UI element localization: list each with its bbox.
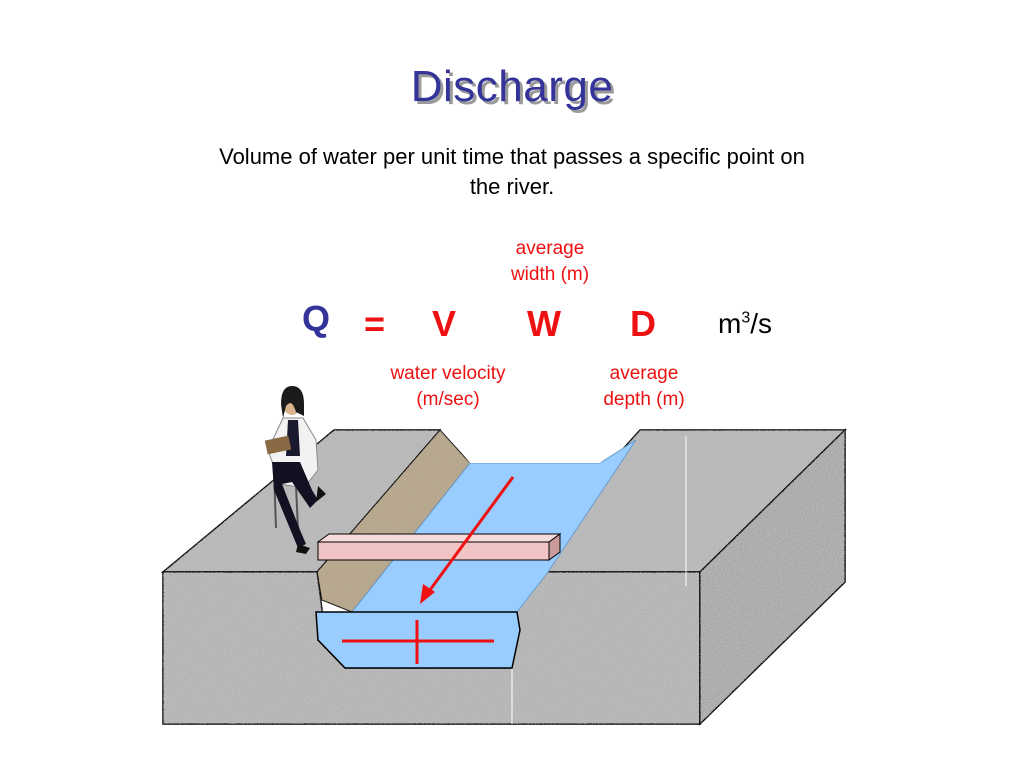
- width-label: average width (m): [480, 236, 620, 288]
- v-symbol: V: [432, 303, 457, 344]
- depth-label: average depth (m): [574, 361, 714, 413]
- unit-base: m: [718, 308, 742, 339]
- slide-title: Discharge: [410, 62, 614, 111]
- velocity-label: water velocity (m/sec): [368, 361, 528, 413]
- depth-label-line2: depth (m): [603, 389, 685, 410]
- velocity-arrow: [420, 476, 515, 604]
- measuring-plank: [316, 533, 562, 561]
- scientist-with-clipboard-icon: [264, 386, 326, 554]
- width-label-line1: average: [515, 238, 585, 259]
- velocity-label-line1: water velocity: [390, 363, 506, 384]
- width-label-line2: width (m): [510, 264, 590, 285]
- w-symbol: W: [527, 303, 561, 344]
- depth-label-line1: average: [609, 363, 679, 384]
- unit-tail: /s: [750, 308, 773, 339]
- right-side-face: [685, 428, 846, 726]
- d-symbol: D: [630, 303, 656, 344]
- unit-exponent: 3: [741, 309, 751, 327]
- equals-sign: =: [364, 303, 386, 344]
- q-symbol: Q: [302, 298, 331, 339]
- velocity-label-line2: (m/sec): [416, 389, 480, 410]
- slide-subtitle: Volume of water per unit time that passe…: [219, 144, 805, 199]
- discharge-units: m3/s: [718, 308, 772, 340]
- front-face: [162, 571, 701, 725]
